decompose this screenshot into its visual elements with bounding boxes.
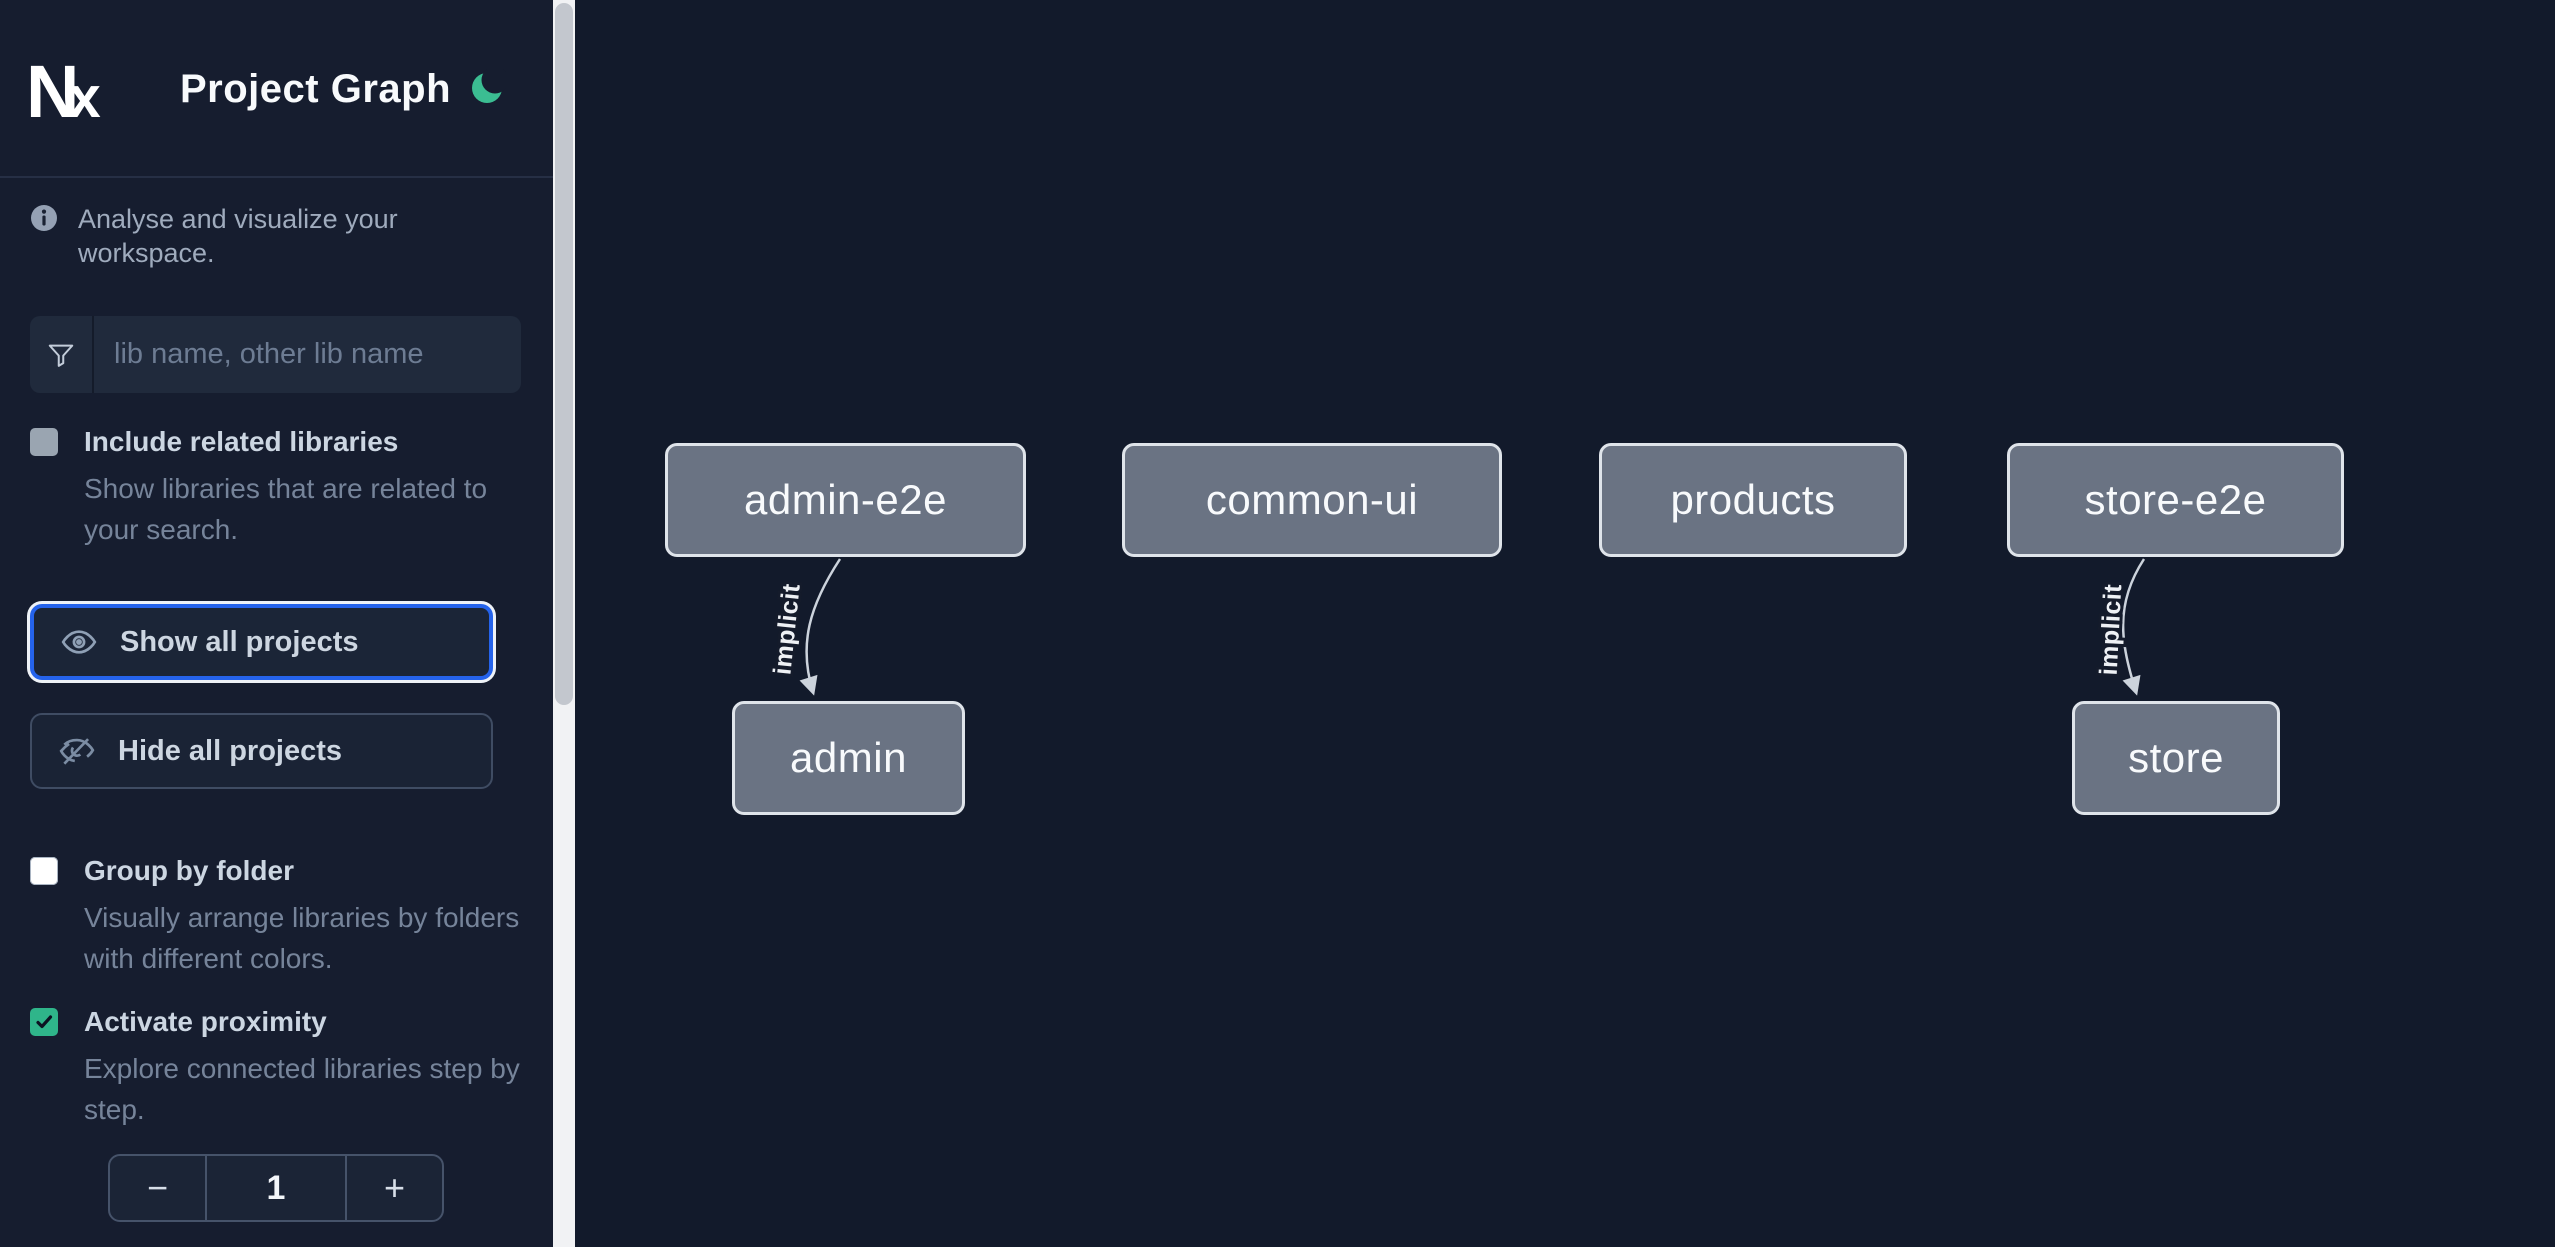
graph-node-store-e2e[interactable]: store-e2e (2007, 443, 2344, 557)
include-related-checkbox-row[interactable]: Include related libraries (30, 426, 510, 458)
edge-label-store-e2e-store: implicit (2095, 583, 2128, 676)
page-title: Project Graph (180, 66, 452, 111)
group-by-folder-desc: Visually arrange libraries by folders wi… (84, 902, 520, 974)
increment-button[interactable]: + (345, 1156, 442, 1220)
graph-node-common-ui[interactable]: common-ui (1122, 443, 1502, 557)
include-related-desc: Show libraries that are related to your … (84, 473, 488, 545)
funnel-icon (30, 316, 94, 393)
group-by-folder-checkbox[interactable] (30, 857, 58, 885)
tagline-text: Analyse and visualize your workspace. (78, 204, 398, 268)
edges-layer: implicit implicit (765, 558, 2146, 696)
group-by-folder-checkbox-row[interactable]: Group by folder (30, 855, 510, 887)
graph-canvas[interactable]: implicit implicit admin-e2e common-ui produ… (575, 0, 2555, 1247)
graph-node-admin-e2e[interactable]: admin-e2e (665, 443, 1026, 557)
graph-node-admin[interactable]: admin (732, 701, 965, 815)
sidebar-scrollbar[interactable] (553, 0, 575, 1247)
graph-node-store[interactable]: store (2072, 701, 2280, 815)
eye-icon (60, 623, 98, 661)
include-related-checkbox[interactable] (30, 428, 58, 456)
show-all-projects-label: Show all projects (120, 625, 359, 658)
include-related-label: Include related libraries (84, 426, 399, 457)
sidebar-scrollbar-thumb[interactable] (555, 3, 573, 705)
option-include-related: Include related libraries Show libraries… (30, 426, 510, 550)
workspace-tagline: Analyse and visualize your workspace. (30, 202, 530, 270)
sidebar-header: Nx Project Graph (0, 0, 553, 178)
filter-input[interactable] (94, 316, 521, 393)
activate-proximity-desc: Explore connected libraries step by step… (84, 1053, 520, 1125)
show-all-projects-button[interactable]: Show all projects (30, 604, 493, 680)
option-group-by-folder: Group by folder Visually arrange librari… (30, 855, 519, 979)
group-by-folder-label: Group by folder (84, 855, 294, 886)
check-icon (36, 1015, 53, 1029)
hide-all-projects-label: Hide all projects (118, 734, 343, 767)
filter-box (30, 316, 521, 393)
depth-value: 1 (266, 1168, 286, 1207)
info-icon (31, 205, 57, 231)
activate-proximity-label: Activate proximity (84, 1006, 327, 1037)
nx-logo: Nx (26, 50, 101, 133)
edge-admin-e2e-admin (799, 558, 842, 696)
proximity-depth-stepper: − 1 + (108, 1154, 444, 1222)
eye-off-icon (58, 732, 96, 770)
option-activate-proximity: Activate proximity Explore connected lib… (30, 1006, 520, 1130)
activate-proximity-checkbox-row[interactable]: Activate proximity (30, 1006, 510, 1038)
sidebar: Nx Project Graph Analyse and visualize y… (0, 0, 553, 1247)
activate-proximity-checkbox[interactable] (30, 1008, 58, 1036)
edge-label-admin-e2e-admin: implicit (768, 582, 805, 676)
dark-mode-moon-icon[interactable] (470, 69, 506, 105)
graph-node-products[interactable]: products (1599, 443, 1907, 557)
hide-all-projects-button[interactable]: Hide all projects (30, 713, 493, 789)
edge-store-e2e-store (2121, 558, 2146, 696)
decrement-button[interactable]: − (110, 1156, 207, 1220)
